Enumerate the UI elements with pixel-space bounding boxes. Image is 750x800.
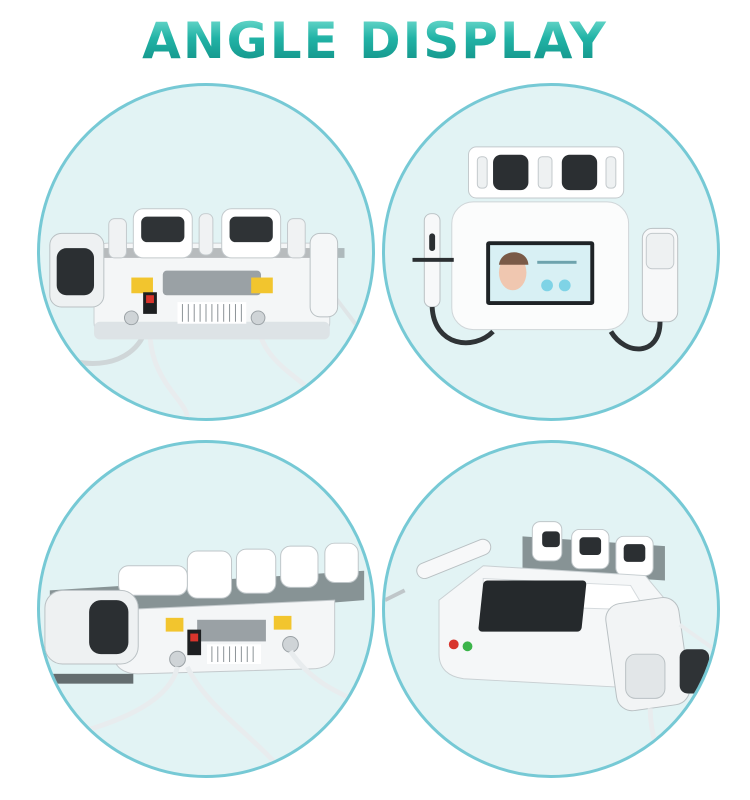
device-side-angle-illustration [385, 521, 717, 775]
device-screen-illustration [412, 146, 679, 352]
page-title: ANGLE DISPLAY [0, 12, 750, 70]
angle-view-side [382, 440, 720, 778]
angle-view-top-screen [382, 83, 720, 421]
angle-view-low-front [37, 440, 375, 778]
device-front-illustration [48, 208, 372, 418]
angle-view-front [37, 83, 375, 421]
device-low-angle-illustration [44, 542, 372, 775]
